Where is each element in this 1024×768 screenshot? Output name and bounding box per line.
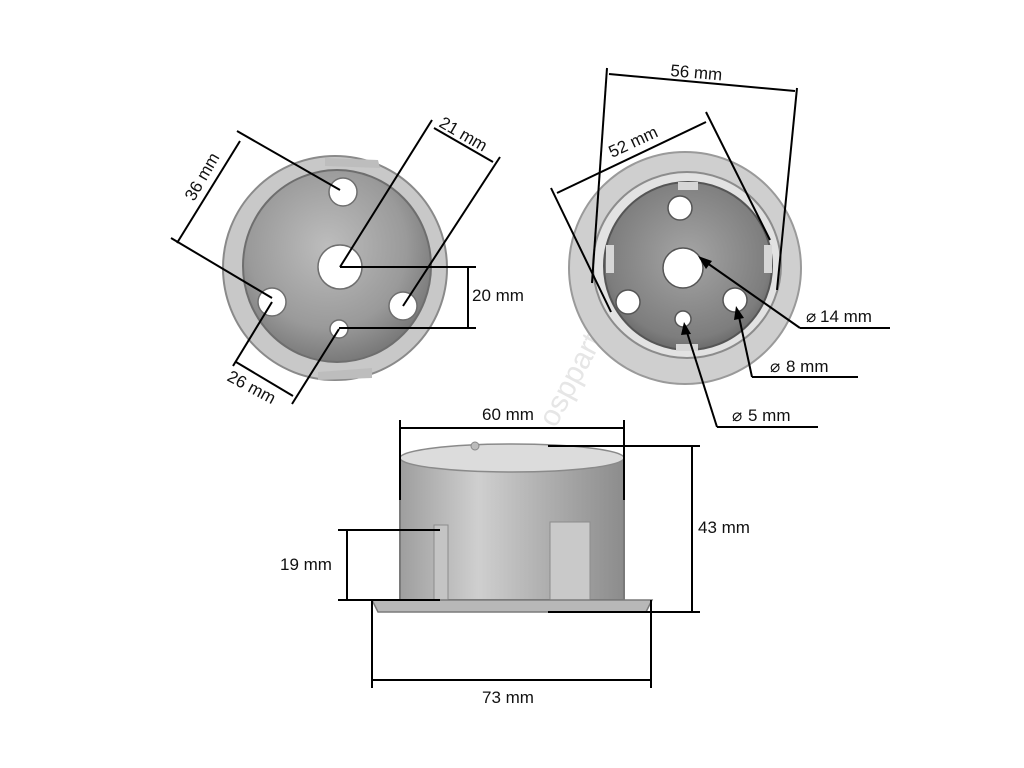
hole14-diameter-symbol: ⌀	[806, 307, 816, 326]
dim36-ext-upper	[236, 130, 341, 191]
dim21-ext-left	[339, 119, 433, 268]
leader5	[684, 325, 718, 428]
top-center-hole	[662, 247, 704, 289]
tab-left	[606, 245, 614, 273]
dim26-line	[235, 361, 294, 397]
leader8-arrow	[734, 306, 744, 320]
hole14-label: 14 mm	[820, 307, 872, 326]
hole8-diameter-symbol: ⌀	[770, 357, 780, 376]
dim21-ext-right	[402, 156, 501, 307]
dim56-label: 56 mm	[670, 61, 723, 84]
leader5-arrow	[681, 322, 691, 335]
dim26-label: 26 mm	[224, 367, 279, 408]
cup-top-rim	[399, 443, 625, 473]
dim56-ext-right	[776, 87, 798, 291]
hole8-label: 8 mm	[786, 357, 829, 376]
side-groove-right	[549, 521, 591, 601]
dim60-label: 60 mm	[482, 405, 534, 424]
dim20-label: 20 mm	[472, 286, 524, 305]
top-right-hole	[722, 287, 748, 313]
top-left-hole	[615, 289, 641, 315]
dim36-line	[176, 140, 241, 244]
dim21-line	[433, 127, 494, 163]
upper-hole	[328, 177, 358, 207]
dim43-label: 43 mm	[698, 518, 750, 537]
flange-notch-top	[325, 158, 380, 168]
tab-top	[678, 182, 698, 190]
dim19-label: 19 mm	[280, 555, 332, 574]
dim56-ext-left	[591, 67, 608, 284]
top-upper-hole	[667, 195, 693, 221]
leader14	[699, 257, 801, 329]
dim56-line	[608, 73, 796, 92]
top-small-hole	[674, 310, 692, 328]
side-view: 60 mm 43 mm 19 mm 73 mm	[280, 405, 750, 707]
dim73-label: 73 mm	[482, 688, 534, 707]
leader14-arrow	[698, 256, 712, 269]
hole5-label: 5 mm	[748, 406, 791, 425]
tab-right	[764, 245, 772, 273]
dim26-ext-left	[232, 301, 273, 367]
dim26-ext-right	[291, 328, 340, 405]
leader8	[737, 311, 753, 378]
dim52-ext-right	[705, 111, 771, 241]
dim52-ext-left	[550, 187, 612, 313]
base-flange	[370, 599, 654, 613]
tab-bottom	[676, 344, 698, 351]
dim52-line	[556, 121, 707, 194]
side-groove-left	[433, 524, 449, 601]
bottom-view: 36 mm 21 mm 20 mm 26 mm	[170, 113, 524, 408]
rim-bump	[470, 441, 480, 451]
hole5-diameter-symbol: ⌀	[732, 406, 742, 425]
top-view: 56 mm 52 mm ⌀ 14 mm ⌀ 8 mm ⌀ 5 mm	[550, 61, 890, 428]
flange-notch-bottom	[318, 368, 372, 380]
dim36-ext-lower	[170, 237, 273, 299]
